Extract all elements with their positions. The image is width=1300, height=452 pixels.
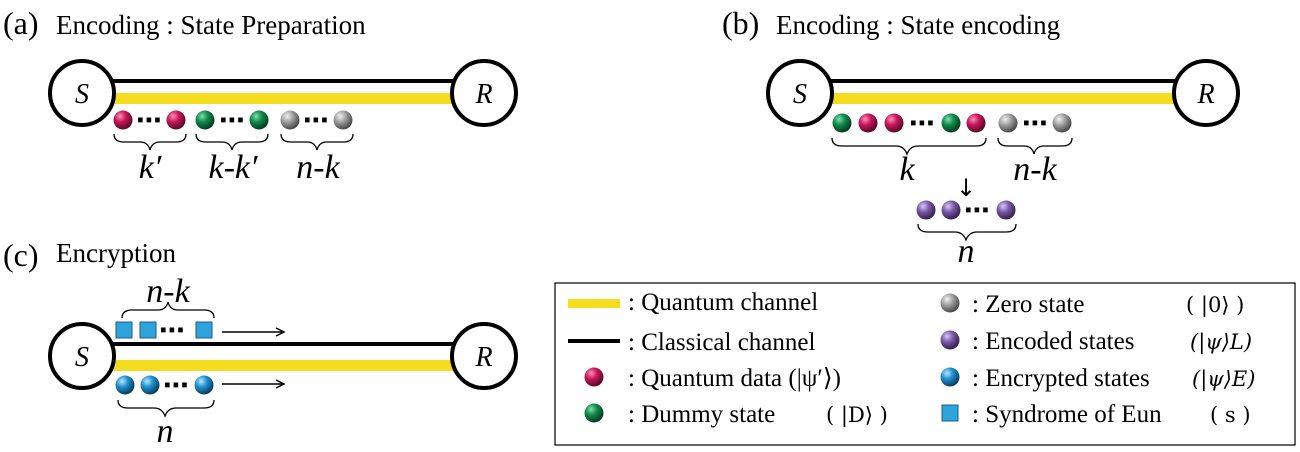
legend-syndrome-symbol: ( s ) bbox=[1210, 403, 1251, 427]
ellipsis: ⋯ bbox=[909, 109, 935, 139]
encoded-qubit bbox=[916, 200, 936, 220]
ellipsis: ⋯ bbox=[136, 106, 162, 136]
brace-n bbox=[117, 399, 215, 418]
encoded-swatch bbox=[940, 330, 960, 350]
ellipsis: ⋯ bbox=[303, 106, 329, 136]
legend-encoded-symbol: (|ψ⟩L) bbox=[1190, 330, 1252, 355]
panel-c-label: (c) bbox=[3, 237, 39, 273]
panel-b-receiver-node bbox=[1172, 59, 1240, 127]
panel-b: (b) Encoding : State encoding S R ⋯ ⋯ k … bbox=[722, 5, 1240, 270]
legend-quantum-channel: : Quantum channel bbox=[628, 289, 818, 316]
syndrome-bit bbox=[195, 321, 213, 339]
quantum-data-qubit bbox=[884, 113, 904, 133]
brace-n-minus-k bbox=[280, 133, 354, 151]
panel-b-receiver-label: R bbox=[1196, 79, 1214, 110]
legend-quantum-data: : Quantum data (|ψ′⟩) bbox=[628, 365, 841, 392]
encrypted-qubit bbox=[115, 375, 135, 395]
legend-dummy-state: : Dummy state bbox=[628, 401, 775, 428]
panel-b-quantum-channel bbox=[828, 93, 1178, 104]
quantum-data-qubit bbox=[166, 110, 186, 130]
zero-qubit bbox=[333, 110, 353, 130]
syndrome-arrow-head bbox=[275, 327, 286, 337]
panel-a-sender-label: S bbox=[75, 79, 89, 110]
panel-b-sender-label: S bbox=[793, 79, 807, 110]
panel-a-receiver-node bbox=[450, 59, 518, 127]
panel-c-receiver-node bbox=[450, 322, 518, 390]
legend-dummy-symbol: ( |D⟩ ) bbox=[826, 403, 888, 428]
brace-n bbox=[917, 223, 1017, 242]
legend-classical-channel: : Classical channel bbox=[628, 329, 815, 356]
legend-box bbox=[554, 282, 1296, 446]
brace-n-minus-k bbox=[121, 301, 215, 319]
quantum-channel-swatch bbox=[568, 299, 620, 308]
label-n-minus-k: n-k bbox=[296, 149, 340, 186]
ellipsis: ⋯ bbox=[219, 106, 245, 136]
panel-c-quantum-channel bbox=[110, 360, 458, 371]
encoding-arrow: ↓ bbox=[956, 174, 976, 202]
encoded-qubit bbox=[941, 200, 961, 220]
zero-qubit bbox=[998, 113, 1018, 133]
dummy-swatch bbox=[584, 403, 604, 423]
legend-encrypted-states: : Encrypted states bbox=[972, 365, 1150, 392]
quantum-arrow-head bbox=[275, 379, 286, 389]
label-n: n bbox=[157, 413, 174, 450]
zero-qubit bbox=[1052, 113, 1072, 133]
ellipsis: ⋯ bbox=[1022, 109, 1048, 139]
legend-zero-symbol: ( |0⟩ ) bbox=[1186, 293, 1244, 318]
syndrome-bit bbox=[115, 321, 133, 339]
panel-a-title: Encoding : State Preparation bbox=[56, 10, 366, 40]
brace-k-minus-k-prime bbox=[195, 133, 269, 151]
label-k-prime: k′ bbox=[139, 149, 162, 186]
syndrome-swatch bbox=[941, 404, 959, 422]
encrypted-qubit bbox=[140, 375, 160, 395]
legend-encoded-states: : Encoded states bbox=[972, 328, 1134, 355]
panel-c-sender-label: S bbox=[75, 342, 89, 373]
legend-encrypted-symbol: (|ψ⟩E) bbox=[1192, 367, 1255, 392]
panel-a-sender-node bbox=[48, 59, 116, 127]
brace-k-prime bbox=[113, 133, 187, 151]
legend-syndrome: : Syndrome of Eun bbox=[972, 401, 1162, 428]
panel-c-title: Encryption bbox=[56, 238, 176, 268]
label-n-minus-k: n-k bbox=[1013, 151, 1057, 188]
panel-a: (a) Encoding : State Preparation S R ⋯ ⋯… bbox=[3, 5, 518, 186]
zero-swatch bbox=[940, 293, 960, 313]
panel-a-receiver-label: R bbox=[474, 79, 492, 110]
brace-n-minus-k bbox=[997, 137, 1073, 155]
panel-b-label: (b) bbox=[722, 5, 759, 41]
ellipsis: ⋯ bbox=[159, 316, 185, 346]
label-k-minus-k-prime: k-k′ bbox=[209, 149, 259, 186]
legend-zero-state: : Zero state bbox=[972, 291, 1084, 318]
dummy-qubit bbox=[832, 113, 852, 133]
encoded-qubit bbox=[996, 200, 1016, 220]
quantum-data-qubit bbox=[113, 110, 133, 130]
panel-c-receiver-label: R bbox=[474, 342, 492, 373]
panel-a-quantum-channel bbox=[110, 93, 458, 104]
dummy-qubit bbox=[195, 110, 215, 130]
zero-qubit bbox=[280, 110, 300, 130]
ellipsis: ⋯ bbox=[163, 371, 189, 401]
ellipsis: ⋯ bbox=[964, 196, 990, 226]
quantum-data-qubit bbox=[858, 113, 878, 133]
legend: : Quantum channel : Classical channel : … bbox=[554, 282, 1296, 446]
dummy-qubit bbox=[249, 110, 269, 130]
label-n: n bbox=[958, 233, 975, 270]
syndrome-bit bbox=[139, 321, 157, 339]
encrypted-swatch bbox=[940, 367, 960, 387]
label-k: k bbox=[899, 151, 915, 188]
quantum-data-swatch bbox=[584, 367, 604, 387]
panel-b-sender-node bbox=[766, 59, 834, 127]
brace-k bbox=[831, 137, 987, 156]
panel-a-label: (a) bbox=[3, 5, 39, 41]
dummy-qubit bbox=[941, 113, 961, 133]
panel-b-title: Encoding : State encoding bbox=[776, 10, 1060, 40]
panel-c-sender-node bbox=[48, 322, 116, 390]
encrypted-qubit bbox=[194, 375, 214, 395]
panel-c: (c) Encryption n-k ⋯ S R ⋯ n bbox=[3, 237, 518, 450]
quantum-data-qubit bbox=[966, 113, 986, 133]
